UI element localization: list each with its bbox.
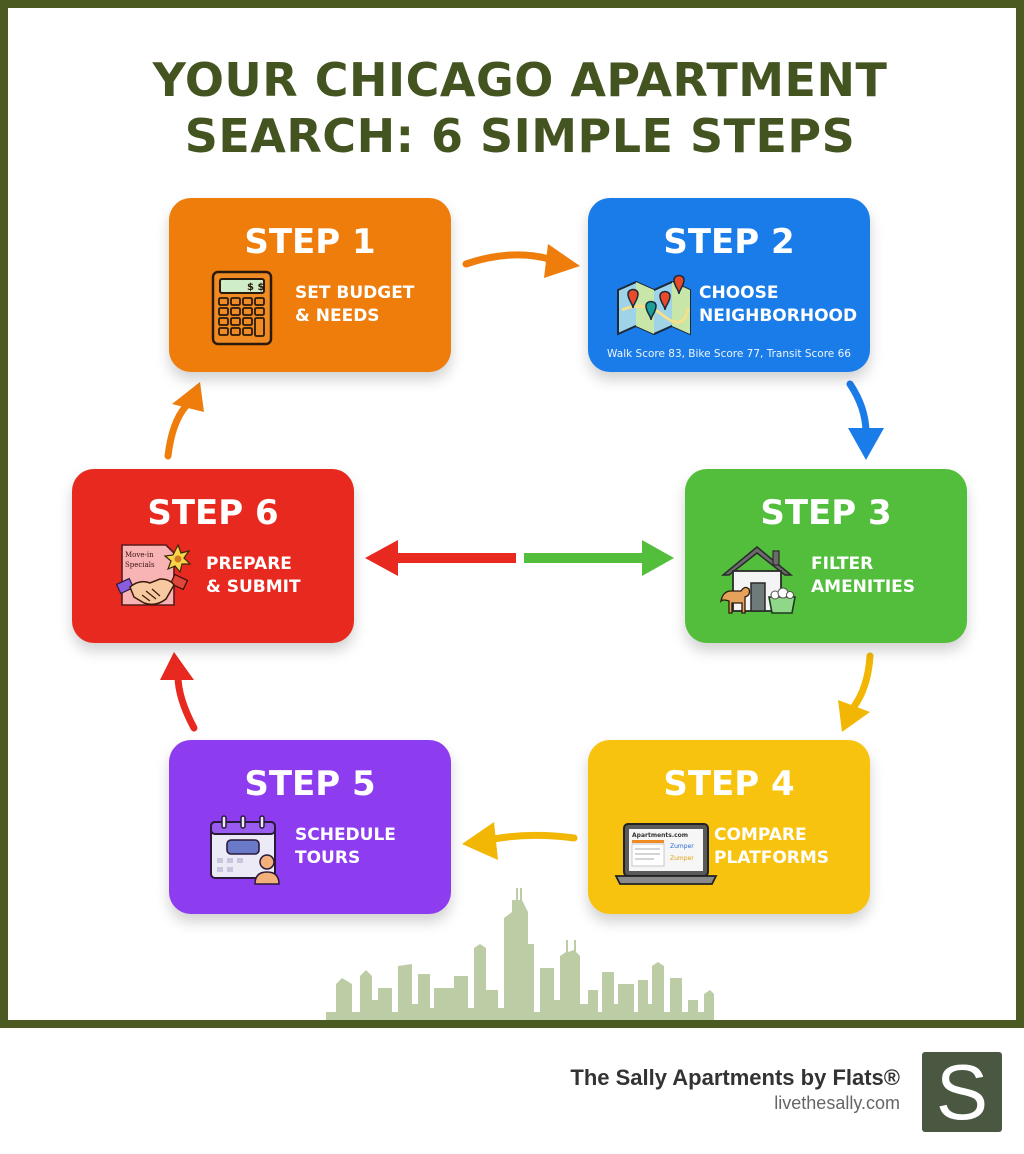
laptop-listings-icon: Apartments.com Zumper Zumper xyxy=(614,823,718,885)
step-1-line-2: & NEEDS xyxy=(295,306,380,326)
brand-logo: S xyxy=(922,1052,1002,1132)
step-3-line-2: AMENITIES xyxy=(811,577,916,597)
step-2-scores-note: Walk Score 83, Bike Score 77, Transit Sc… xyxy=(607,348,851,360)
chicago-skyline-illustration xyxy=(326,888,714,1020)
step-4-line-1: COMPARE xyxy=(714,825,807,845)
step-3-card: STEP 3 FILTER AMENITIES xyxy=(685,469,967,643)
calendar-vr-tour-icon xyxy=(210,815,280,885)
step-2-label: STEP 2 xyxy=(663,222,795,262)
svg-text:Specials: Specials xyxy=(125,561,155,569)
svg-text:Zumper: Zumper xyxy=(670,843,694,850)
house-pet-laundry-icon xyxy=(719,546,796,614)
step-5-description: SCHEDULE TOURS xyxy=(295,824,396,870)
step-5-line-2: TOURS xyxy=(295,848,361,868)
step-4-line-2: PLATFORMS xyxy=(714,848,830,868)
step-1-line-1: SET BUDGET xyxy=(295,283,415,303)
arrow-step1-to-step2 xyxy=(462,244,580,278)
page-title: YOUR CHICAGO APARTMENT SEARCH: 6 SIMPLE … xyxy=(8,52,1016,164)
handshake-document-icon: Move-in Specials xyxy=(116,543,192,606)
step-3-label: STEP 3 xyxy=(760,493,892,533)
svg-text:$ $: $ $ xyxy=(247,282,264,293)
step-6-line-1: PREPARE xyxy=(206,554,292,574)
step-2-line-2: NEIGHBORHOOD xyxy=(699,306,858,326)
arrow-step4-to-step5 xyxy=(462,822,578,860)
step-5-line-1: SCHEDULE xyxy=(295,825,396,845)
step-2-line-1: CHOOSE xyxy=(699,283,779,303)
step-2-description: CHOOSE NEIGHBORHOOD xyxy=(699,282,857,328)
step-5-label: STEP 5 xyxy=(244,764,376,804)
svg-text:Move-in: Move-in xyxy=(125,551,154,559)
step-3-description: FILTER AMENITIES xyxy=(811,553,915,599)
svg-text:Apartments.com: Apartments.com xyxy=(632,832,688,839)
step-3-line-1: FILTER xyxy=(811,554,874,574)
arrow-step5-to-step6 xyxy=(160,652,198,732)
brand-name: The Sally Apartments by Flats® xyxy=(570,1065,900,1090)
step-4-description: COMPARE PLATFORMS xyxy=(714,824,829,870)
calculator-icon: $ $ xyxy=(211,270,273,346)
footer-brand: The Sally Apartments by Flats® livethesa… xyxy=(570,1064,900,1114)
step-1-label: STEP 1 xyxy=(244,222,376,262)
step-6-line-2: & SUBMIT xyxy=(206,577,301,597)
step-6-description: PREPARE & SUBMIT xyxy=(206,553,301,599)
step-6-card: STEP 6 Move-in Specials PREPARE & SUBMIT xyxy=(72,469,354,643)
title-line-1: YOUR CHICAGO APARTMENT xyxy=(152,53,888,107)
svg-text:Zumper: Zumper xyxy=(670,855,694,862)
map-pins-icon xyxy=(617,274,691,336)
brand-url[interactable]: livethesally.com xyxy=(774,1093,900,1113)
arrow-to-step3 xyxy=(524,540,674,576)
step-1-description: SET BUDGET & NEEDS xyxy=(295,282,414,328)
arrow-to-step6 xyxy=(365,540,516,576)
infographic-frame: YOUR CHICAGO APARTMENT SEARCH: 6 SIMPLE … xyxy=(0,0,1024,1028)
step-6-label: STEP 6 xyxy=(147,493,279,533)
step-5-card: STEP 5 SCHEDULE TOURS xyxy=(169,740,451,914)
arrow-step6-to-step1 xyxy=(164,382,204,460)
arrow-step2-to-step3 xyxy=(846,380,884,460)
step-2-card: STEP 2 CHOOSE NEIGHBORHOOD Walk Score 83… xyxy=(588,198,870,372)
step-4-card: STEP 4 Apartments.com Zumper Zumper COMP… xyxy=(588,740,870,914)
step-1-card: STEP 1 $ $ SET BUDGET & NEEDS xyxy=(169,198,451,372)
title-line-2: SEARCH: 6 SIMPLE STEPS xyxy=(184,109,856,163)
step-4-label: STEP 4 xyxy=(663,764,795,804)
arrow-step3-to-step4 xyxy=(838,652,874,732)
